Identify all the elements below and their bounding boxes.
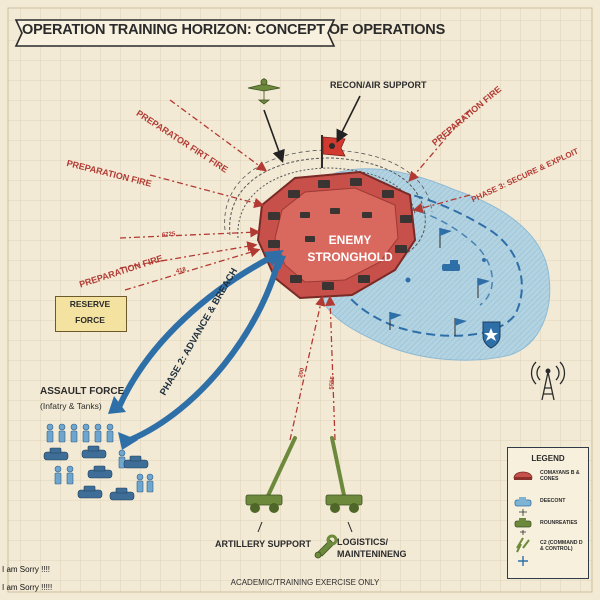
marker-5555: 5555 bbox=[329, 376, 337, 390]
radio-tower-icon bbox=[530, 361, 566, 401]
legend-label-1: COMAYANS B & CONES bbox=[540, 470, 580, 482]
reserve-label-line2: FORCE bbox=[75, 315, 105, 325]
phase2-arrows bbox=[117, 255, 281, 443]
overlay-text-1: I am Sorry !!!! bbox=[2, 565, 51, 574]
artillery-support-label: ARTILLERY SUPPORT bbox=[215, 539, 312, 549]
reserve-force-box bbox=[55, 296, 127, 332]
recon-air-label: RECON/AIR SUPPORT bbox=[330, 80, 427, 90]
green-tank-icon bbox=[514, 518, 532, 535]
barbed-wire bbox=[229, 157, 426, 263]
marker-6725: 6725 bbox=[161, 231, 176, 239]
bunker-icons bbox=[268, 178, 412, 290]
blue-vehicle-icon bbox=[514, 497, 532, 516]
legend-panel: LEGEND COMAYANS B & CONES DEECONT ROUNRE… bbox=[507, 447, 589, 579]
page-title: OPERATION TRAINING HORIZON: CONCEPT OF O… bbox=[22, 22, 446, 38]
assault-force-sublabel: (Infatry & Tanks) bbox=[40, 401, 102, 411]
legend-label-3: ROUNREATIES bbox=[540, 520, 578, 526]
title-banner bbox=[14, 19, 336, 47]
enemy-label-line1: ENEMY bbox=[328, 233, 372, 247]
assault-force-label: ASSAULT FORCE bbox=[40, 386, 125, 397]
legend-label-4: C2 (COMMAND D & CONTROL) bbox=[540, 540, 583, 552]
wrench-icon bbox=[314, 534, 338, 559]
aircraft-icon bbox=[247, 78, 281, 105]
legend-label-2: DEECONT bbox=[540, 498, 566, 504]
red-bunker-icon bbox=[513, 471, 533, 480]
legend-title: LEGEND bbox=[531, 454, 565, 463]
green-artillery-icon bbox=[516, 537, 530, 566]
legend-icons bbox=[513, 471, 533, 566]
overlay-text-2: I am Sorry !!!!! bbox=[2, 583, 53, 592]
assault-force-units bbox=[43, 423, 154, 501]
preparation-fire-arrows bbox=[119, 99, 471, 441]
footer-disclaimer: ACADEMIC/TRAINING EXERCISE ONLY bbox=[230, 578, 380, 587]
friendly-positions bbox=[389, 228, 501, 349]
reserve-label-line1: RESERVE bbox=[69, 299, 111, 309]
enemy-label-line2: STRONGHOLD bbox=[307, 250, 393, 264]
logistics-label-line2: MAINTENINENG bbox=[337, 549, 407, 559]
artillery-icons bbox=[245, 436, 363, 513]
logistics-label-line1: LOGISTICS/ bbox=[337, 537, 389, 547]
